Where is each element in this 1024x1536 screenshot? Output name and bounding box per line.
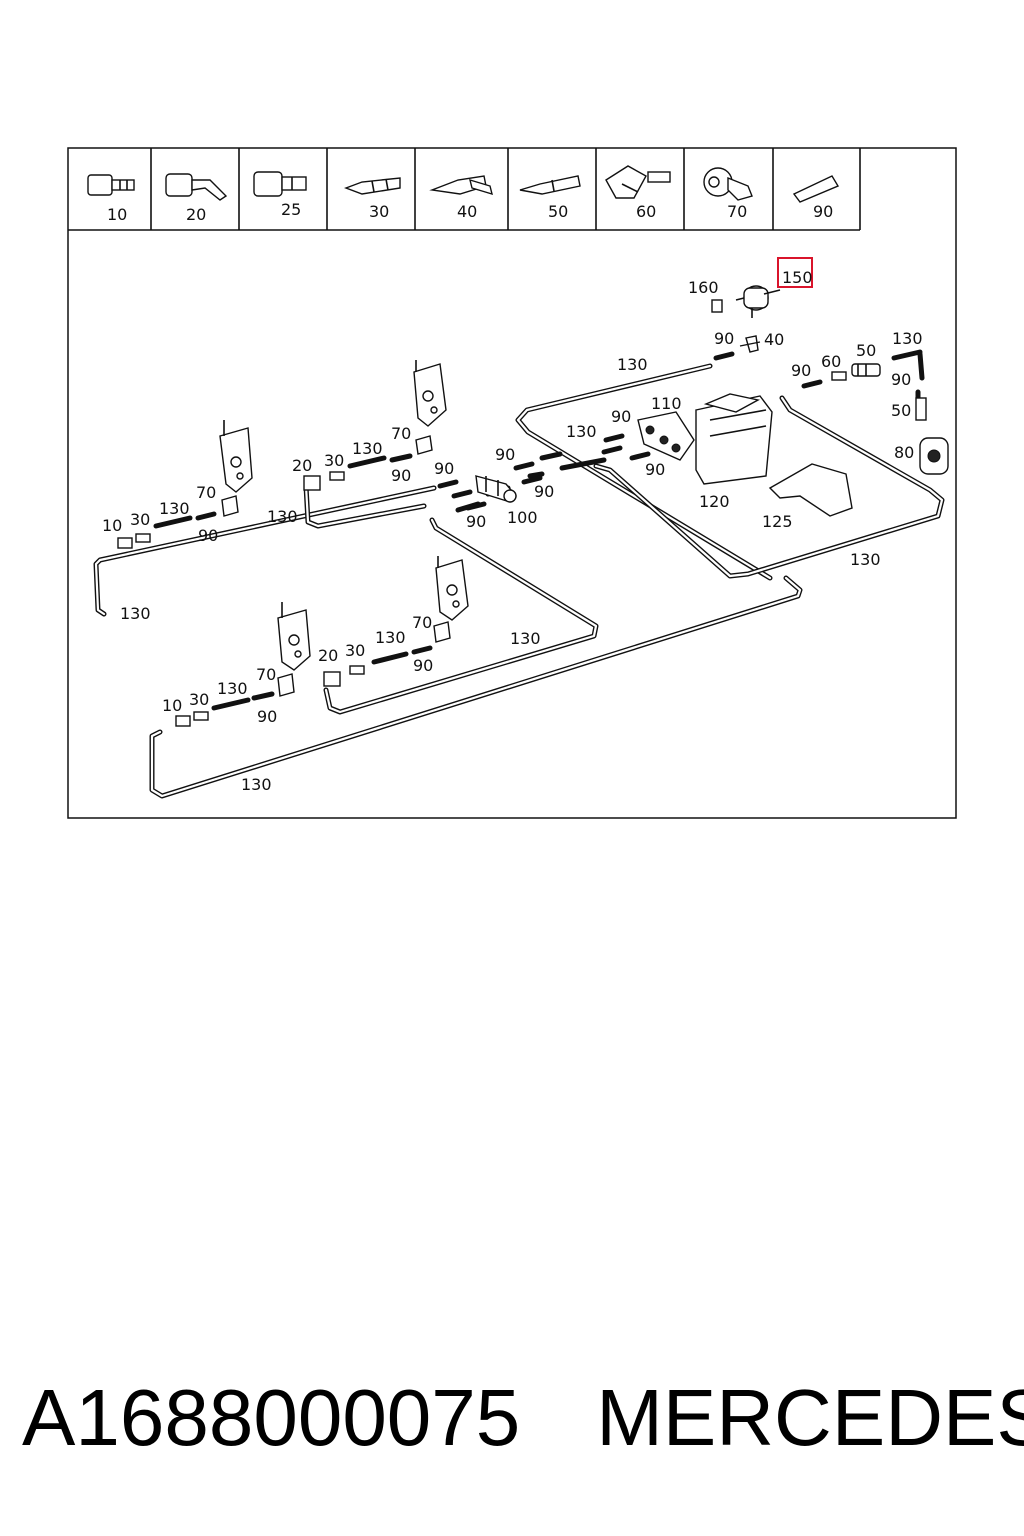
parts-diagram: 10 20 25 30 40 50 60 70 90	[67, 147, 957, 819]
callout-70: 70	[196, 483, 216, 502]
callout-160: 160	[688, 278, 719, 297]
header-label-30: 30	[369, 202, 389, 221]
callout-90: 90	[198, 526, 218, 545]
callout-labels: 150 160 90 40 130 90 60 50 130 90 50 80 …	[102, 268, 923, 794]
callout-100: 100	[507, 508, 538, 527]
pipe-network	[93, 349, 945, 799]
callout-50: 50	[856, 341, 876, 360]
highlight-box-150	[777, 257, 813, 288]
callout-50: 50	[891, 401, 911, 420]
actuator-upper-left	[219, 420, 253, 493]
callout-130: 130	[617, 355, 648, 374]
callout-130: 130	[267, 507, 298, 526]
callout-40: 40	[764, 330, 784, 349]
callout-90: 90	[434, 459, 454, 478]
callout-30: 30	[324, 451, 344, 470]
component-80	[919, 437, 949, 475]
actuator-lower-right	[435, 556, 469, 621]
actuator-upper-right	[413, 360, 447, 427]
callout-150: 150	[782, 268, 813, 287]
callout-130: 130	[375, 628, 406, 647]
callout-70: 70	[412, 613, 432, 632]
actuator-lower-left	[277, 602, 311, 671]
connector-25-icon	[253, 171, 307, 197]
callout-80: 80	[894, 443, 914, 462]
callout-30: 30	[130, 510, 150, 529]
callout-120: 120	[699, 492, 730, 511]
callout-70: 70	[256, 665, 276, 684]
callout-20: 20	[318, 646, 338, 665]
callout-130: 130	[159, 499, 190, 518]
callout-10: 10	[102, 516, 122, 535]
callout-90: 90	[413, 656, 433, 675]
callout-60: 60	[821, 352, 841, 371]
callout-90: 90	[791, 361, 811, 380]
cover-125	[768, 463, 853, 517]
header-label-20: 20	[186, 205, 206, 224]
reservoir-120	[695, 393, 773, 485]
header-label-70: 70	[727, 202, 747, 221]
valve-block-110	[637, 411, 695, 461]
connector-20-icon	[165, 173, 228, 201]
connector-60-icon	[605, 165, 671, 199]
callout-130: 130	[892, 329, 923, 348]
callout-125: 125	[762, 512, 793, 531]
pump-150	[735, 285, 781, 318]
callout-90: 90	[495, 445, 515, 464]
callout-130: 130	[352, 439, 383, 458]
part-number: A1688000075	[22, 1373, 521, 1462]
callout-130: 130	[850, 550, 881, 569]
connector-70-icon	[703, 167, 753, 201]
hose-pieces	[153, 351, 823, 711]
callout-70: 70	[391, 424, 411, 443]
connector-10-icon	[87, 174, 135, 196]
callout-90: 90	[466, 512, 486, 531]
header-label-25: 25	[281, 200, 301, 219]
callout-130: 130	[217, 679, 248, 698]
header-label-10: 10	[107, 205, 127, 224]
connector-90-icon	[792, 175, 840, 203]
brand-name: MERCEDES	[596, 1373, 1024, 1462]
connector-30-icon	[344, 177, 401, 195]
callout-110: 110	[651, 394, 682, 413]
callout-90: 90	[611, 407, 631, 426]
callout-10: 10	[162, 696, 182, 715]
connector-40-icon	[429, 175, 493, 196]
header-parts-strip: 10 20 25 30 40 50 60 70 90	[68, 148, 861, 231]
fittings	[117, 299, 927, 727]
callout-30: 30	[345, 641, 365, 660]
callout-130: 130	[566, 422, 597, 441]
callout-130: 130	[241, 775, 272, 794]
header-label-50: 50	[548, 202, 568, 221]
callout-90: 90	[257, 707, 277, 726]
connector-50-icon	[519, 175, 581, 195]
callout-90: 90	[714, 329, 734, 348]
callout-90: 90	[534, 482, 554, 501]
distributor-100	[475, 475, 517, 503]
callout-130: 130	[510, 629, 541, 648]
callout-130: 130	[120, 604, 151, 623]
footer-caption: A1688000075 MERCEDES	[22, 1368, 1024, 1468]
callout-90: 90	[391, 466, 411, 485]
header-label-90: 90	[813, 202, 833, 221]
callout-20: 20	[292, 456, 312, 475]
header-label-60: 60	[636, 202, 656, 221]
callout-90: 90	[891, 370, 911, 389]
header-label-40: 40	[457, 202, 477, 221]
callout-90: 90	[645, 460, 665, 479]
callout-30: 30	[189, 690, 209, 709]
